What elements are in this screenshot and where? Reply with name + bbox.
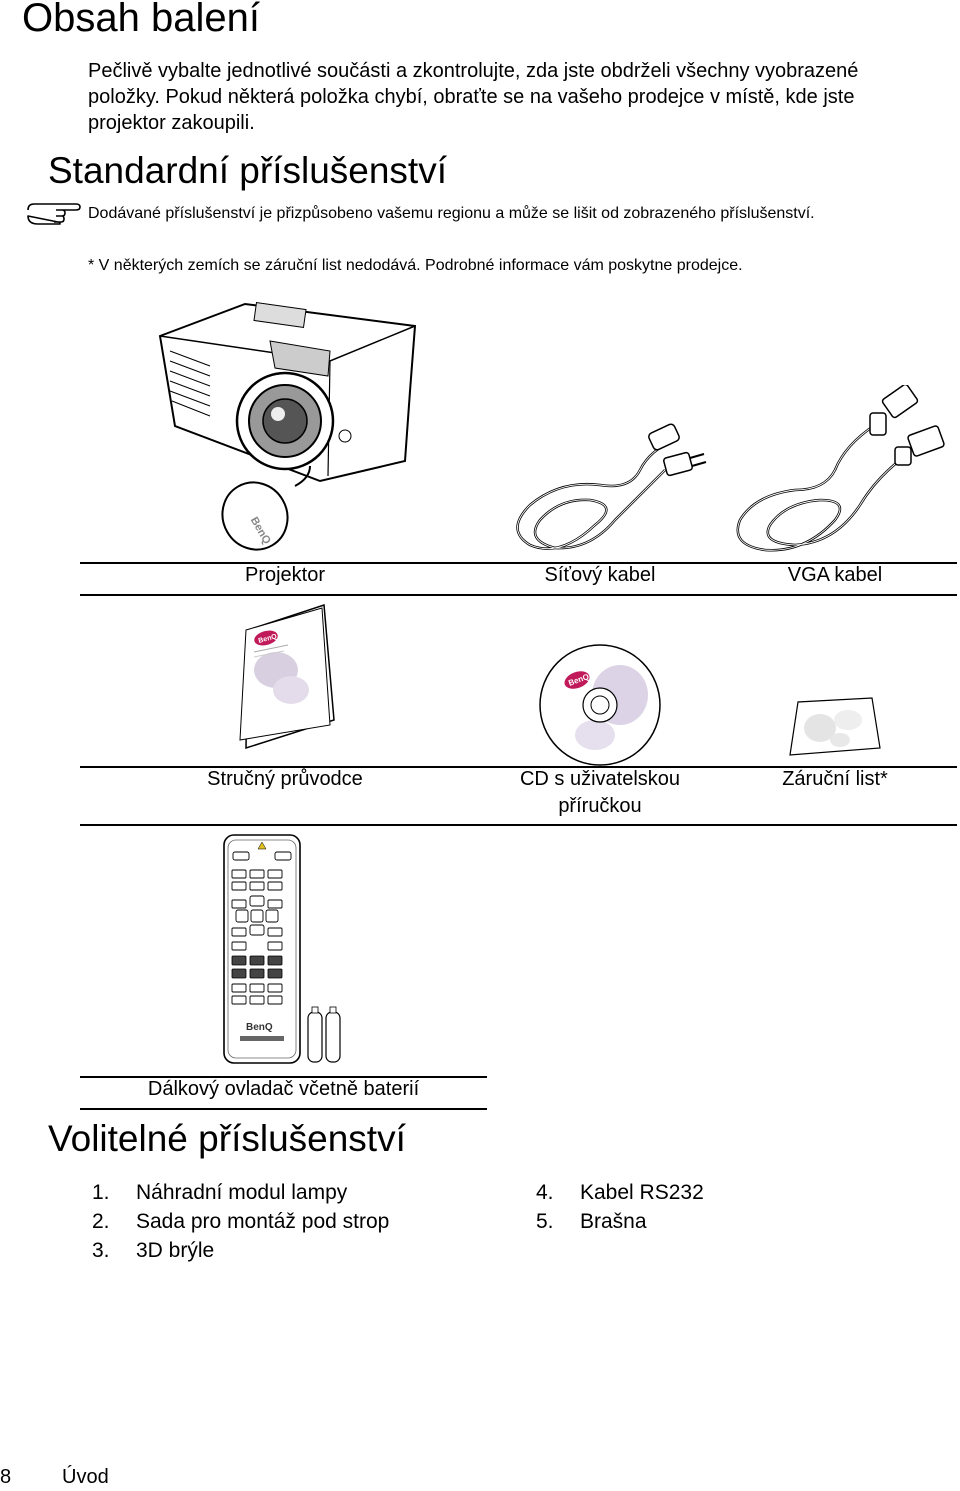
optional-item-5: 5. Brašna [536, 1207, 647, 1236]
brand-logo-remote: BenQ [246, 1022, 273, 1033]
caption-cd-line1: CD s uživatelskou [519, 768, 681, 790]
caption-quick-guide: Stručný průvodce [207, 768, 363, 790]
page-number: 8 [0, 1466, 12, 1488]
page-title: Obsah balení [22, 0, 260, 40]
brand-logo-guide: BenQ [258, 633, 278, 645]
caption-cd-line2: příručkou [558, 795, 642, 817]
divider-bottom-3 [80, 1108, 487, 1110]
optional-item-3: 3. 3D brýle [92, 1236, 214, 1265]
projector-image: BenQ [150, 296, 430, 561]
optional-item-num: 3. [92, 1239, 110, 1262]
region-note: Dodávané příslušenství je přizpůsobeno v… [88, 205, 815, 222]
cd-image: BenQ [535, 640, 665, 770]
vga-cable-image [725, 385, 955, 560]
caption-vga-cable: VGA kabel [787, 564, 883, 586]
divider-bottom-1 [80, 594, 957, 596]
optional-item-label: Brašna [580, 1210, 647, 1233]
optional-item-label: Náhradní modul lampy [136, 1181, 348, 1204]
divider-top-3 [80, 1076, 487, 1078]
optional-item-num: 1. [92, 1181, 110, 1204]
divider-bottom-2 [80, 824, 957, 826]
optional-item-num: 4. [536, 1181, 554, 1204]
caption-projector: Projektor [244, 564, 326, 586]
footer-section: Úvod [62, 1466, 109, 1488]
warranty-card-image [780, 690, 885, 760]
optional-item-num: 2. [92, 1210, 110, 1233]
divider-top-2 [80, 766, 957, 768]
power-cable-image [500, 410, 710, 560]
optional-item-label: Sada pro montáž pod strop [136, 1210, 390, 1233]
remote-control-image: BenQ [220, 830, 350, 1070]
standard-accessories-heading: Standardní příslušenství [48, 150, 447, 191]
warranty-note: * V některých zemích se záruční list ned… [88, 257, 743, 274]
optional-item-label: Kabel RS232 [580, 1181, 704, 1204]
optional-item-label: 3D brýle [136, 1239, 215, 1262]
optional-item-2: 2. Sada pro montáž pod strop [92, 1207, 389, 1236]
caption-power-cable: Síťový kabel [544, 564, 656, 586]
caption-warranty: Záruční list* [782, 768, 888, 790]
intro-text: Pečlivě vybalte jednotlivé součásti a zk… [88, 60, 859, 134]
caption-cd: CD s uživatelskou příručkou [490, 766, 710, 820]
divider-top-1 [80, 562, 957, 564]
caption-remote: Dálkový ovladač včetně baterií [147, 1078, 420, 1100]
optional-accessories-heading: Volitelné příslušenství [48, 1118, 406, 1159]
optional-item-4: 4. Kabel RS232 [536, 1178, 704, 1207]
note-hand-icon [26, 198, 82, 226]
optional-item-num: 5. [536, 1210, 554, 1233]
quick-guide-image: BenQ [236, 600, 336, 750]
optional-item-1: 1. Náhradní modul lampy [92, 1178, 347, 1207]
